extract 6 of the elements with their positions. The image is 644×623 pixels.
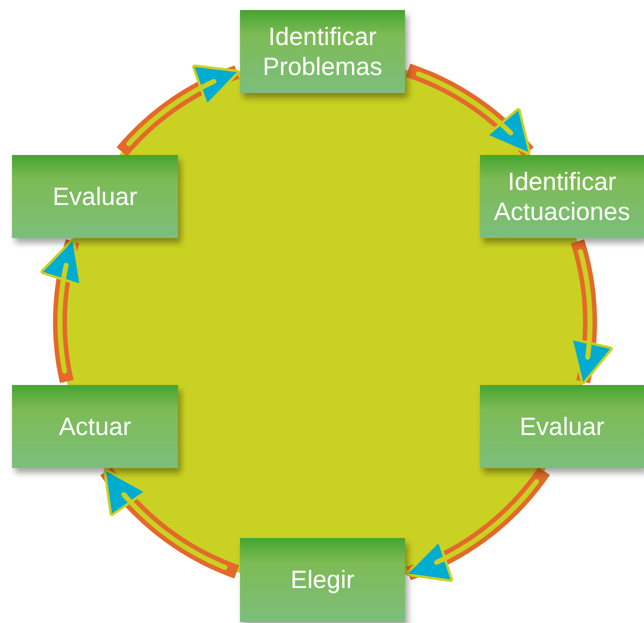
step-box: Elegir bbox=[240, 538, 405, 622]
step-box: Identificar Problemas bbox=[240, 10, 405, 93]
step-box: Identificar Actuaciones bbox=[480, 155, 644, 238]
step-box: Evaluar bbox=[12, 155, 178, 238]
step-box: Evaluar bbox=[480, 385, 644, 468]
step-box: Actuar bbox=[12, 385, 178, 468]
